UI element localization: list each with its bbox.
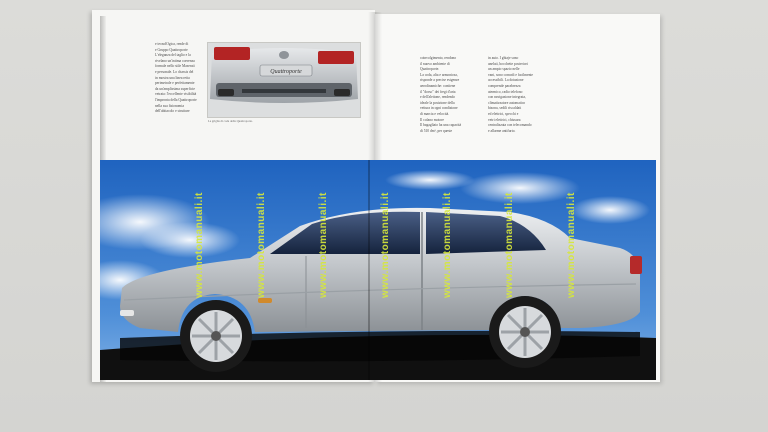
watermark-text: www.motomanuali.it	[380, 192, 391, 298]
watermark-text: www.motomanuali.it	[318, 192, 329, 298]
text-line: La coda, alta e armoniosa,	[420, 72, 458, 77]
sedan-illustration	[100, 160, 656, 380]
rear-view-illustration: Quattroporte	[208, 43, 360, 117]
text-line: di 510 dm³, per queste	[420, 128, 453, 133]
text-line: il "dorso" dei fregi d'aria	[420, 89, 456, 94]
watermark-text: www.motomanuali.it	[194, 192, 205, 298]
text-line: e Gruppo Quattroporte	[155, 47, 188, 52]
text-line: Il cofano motore	[420, 117, 444, 122]
text-line: ed elettrici, specchi e	[488, 111, 519, 116]
text-line: anelati, bocchette posteriori	[488, 61, 528, 66]
text-line: di marcia e velocità.	[420, 111, 450, 116]
car-photo-spread	[100, 160, 656, 380]
text-line: comprende parabrezza	[488, 83, 521, 88]
left-text-column: e tecnolOgica, rende di e Gruppo Quattro…	[155, 42, 203, 115]
text-line: bizona, sedili riscaldati	[488, 106, 522, 111]
right-text-column-b: in auto. I ghiaje sono anelati, bocchett…	[488, 56, 550, 134]
text-line: vetrata: l'eccellente visibilità	[155, 92, 197, 97]
text-line: il nuovo ambiente di	[420, 61, 450, 66]
text-line: vettura in ogni condizione	[420, 106, 458, 111]
thumbnail-caption: La griglia di coda della Quattroporte.	[208, 119, 253, 123]
text-line: ideale la posizione della	[420, 100, 455, 105]
text-line: e tecnolOgica, rende di	[155, 42, 189, 46]
text-line: un ampio spazio nelle	[488, 67, 520, 72]
watermark-text: www.motomanuali.it	[256, 192, 267, 298]
text-line: risponde a precise esigenze	[420, 78, 460, 83]
text-line: formale nello stile Maserati	[155, 64, 195, 69]
text-line: L'eleganza del taglio e la	[155, 53, 191, 58]
text-line: da un'amplissima superficie	[155, 86, 195, 91]
text-line: vani, sono comodi e facilmente	[488, 72, 534, 77]
text-line: coinvolgimento, rendono	[420, 56, 457, 60]
text-line: in mostra una linea retta	[155, 75, 190, 80]
text-line: rivelano un'intima coerenza	[155, 58, 195, 63]
text-line: nella sua fisionomia	[155, 103, 184, 108]
text-line: in auto. I ghiaje sono	[488, 56, 519, 60]
text-line: l'impronta della Quattroporte	[155, 97, 197, 102]
text-line: e dell'alettone, rendendo	[420, 95, 456, 100]
text-line: aerodinamiche: contiene	[420, 83, 456, 88]
text-line: e personale. Lo chassis del	[155, 69, 194, 74]
text-line: accessibili. La dotazione	[488, 78, 524, 83]
right-text-column-a: coinvolgimento, rendono il nuovo ambient…	[420, 56, 482, 134]
text-line: dell'abitacolo e strutture	[155, 109, 190, 114]
text-line: atermico, radio telefono	[488, 89, 523, 94]
watermark-text: www.motomanuali.it	[442, 192, 453, 298]
text-line: Il bagagliaio ha una capacità	[420, 123, 462, 128]
text-line: Quattroporte.	[420, 67, 440, 72]
text-line: con navigazione integrata,	[488, 95, 526, 100]
text-line: centralizzata con telecomando	[488, 123, 532, 128]
watermark-text: www.motomanuali.it	[566, 192, 577, 298]
text-line: perimetrale e perfettamente	[155, 81, 195, 86]
watermark-text: www.motomanuali.it	[504, 192, 515, 298]
text-line: vetri elettrici, chiusura	[488, 117, 521, 122]
rear-view-thumbnail: Quattroporte	[207, 42, 361, 118]
text-line: climatizzatore automatico	[488, 100, 526, 105]
text-line: e allarme antifurto.	[488, 128, 516, 133]
thumbnail-plate-text: Quattroporte	[270, 69, 302, 75]
